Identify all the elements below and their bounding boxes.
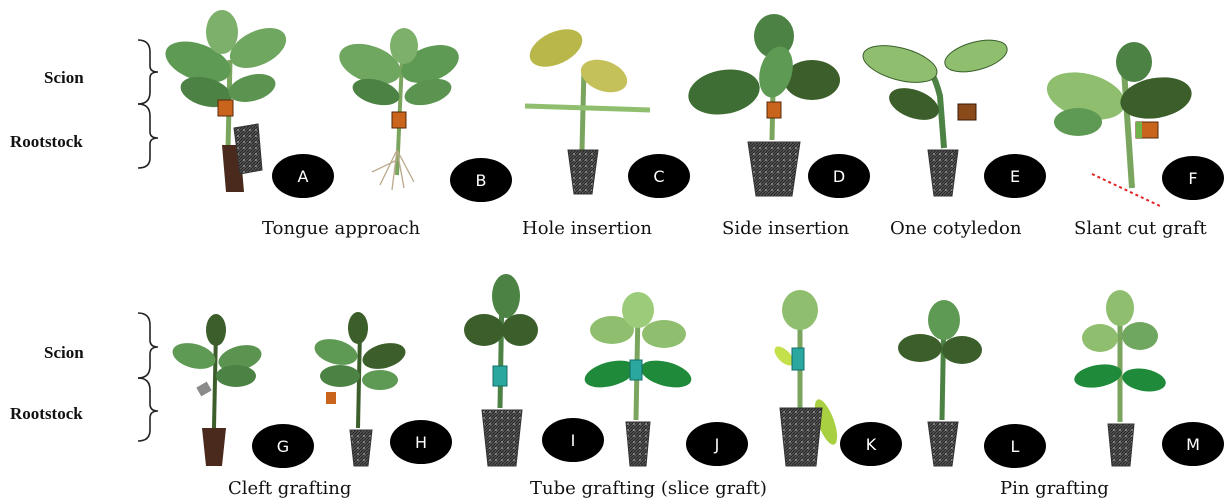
badge-h: H [390,420,452,464]
caption-pin-grafting: Pin grafting [1000,478,1109,499]
badge-f: F [1162,156,1224,200]
caption-tube-grafting: Tube grafting (slice graft) [530,478,767,499]
plant-b [334,28,464,190]
scion-label-top: Scion [44,68,84,88]
plant-m [1072,290,1167,466]
badge-g: G [252,424,314,468]
badge-e: E [984,154,1046,198]
rootstock-bracket-bottom [138,378,158,441]
plant-l [898,300,982,466]
badge-a: A [272,154,334,198]
caption-hole-insertion: Hole insertion [522,218,652,239]
rootstock-label-bottom: Rootstock [10,404,83,424]
caption-cleft-grafting: Cleft grafting [228,478,351,499]
badge-k: K [840,422,902,466]
plant-g [170,314,265,466]
caption-slant-cut-graft: Slant cut graft [1074,218,1207,239]
plant-a [160,10,292,192]
badge-m: M [1162,422,1224,466]
scion-bracket-top [138,40,158,104]
scion-bracket-bottom [138,313,158,378]
caption-one-cotyledon: One cotyledon [890,218,1021,239]
plant-i [464,274,538,466]
caption-side-insertion: Side insertion [722,218,849,239]
badge-j: J [686,422,748,466]
badge-i: I [542,418,604,462]
badge-b: B [450,158,512,202]
badge-l: L [984,424,1046,468]
rootstock-label-top: Rootstock [10,132,83,152]
rootstock-bracket-top [138,104,158,168]
badge-c: C [628,154,690,198]
plant-k [771,290,841,466]
scion-label-bottom: Scion [44,343,84,363]
caption-tongue-approach: Tongue approach [262,218,420,239]
badge-d: D [808,154,870,198]
